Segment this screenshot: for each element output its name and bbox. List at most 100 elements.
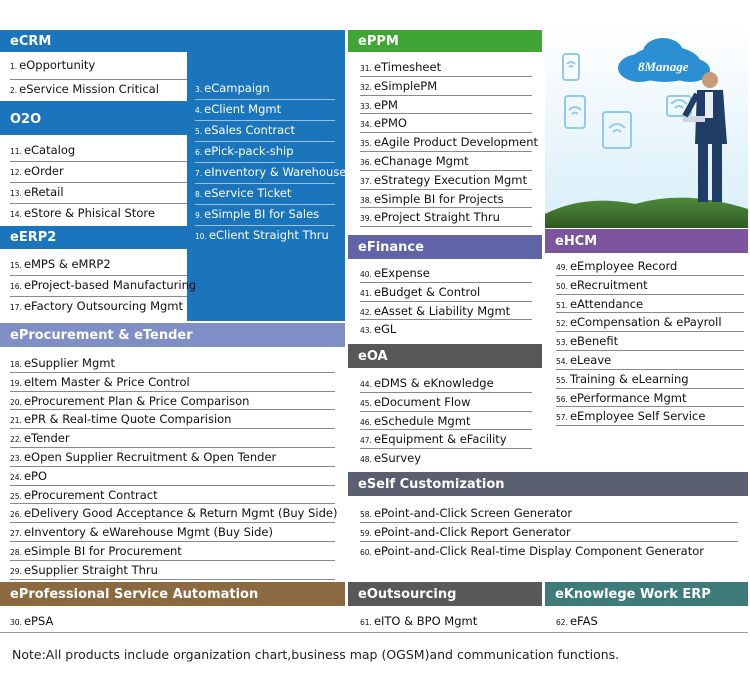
item-number: 29. xyxy=(10,567,22,576)
illustration: 8Manage xyxy=(545,24,748,228)
ehcm-header: eHCM xyxy=(545,229,748,253)
item-number: 26. xyxy=(10,510,22,519)
ecrm-header: eCRM xyxy=(0,30,345,52)
item-number: 52. xyxy=(556,319,568,328)
row-divider xyxy=(10,466,335,467)
item-label: eSimple BI for Procurement xyxy=(24,544,182,558)
item-number: 30. xyxy=(10,618,22,627)
item-label: ePoint-and-Click Real-time Display Compo… xyxy=(374,544,704,558)
item-label: eService Mission Critical xyxy=(19,82,159,96)
item-label: eEquipment & eFacility xyxy=(374,432,507,446)
list-item: 30.ePSA xyxy=(10,612,53,632)
item-number: 44. xyxy=(360,380,372,389)
item-number: 49. xyxy=(556,263,568,272)
item-label: eDocument Flow xyxy=(374,395,471,409)
item-number: 55. xyxy=(556,376,568,385)
item-number: 59. xyxy=(360,529,372,538)
list-item: 7.eInventory & Warehouse xyxy=(195,163,346,183)
list-item: 12.eOrder xyxy=(10,162,64,182)
item-label: eService Ticket xyxy=(204,186,291,200)
list-item: 11.eCatalog xyxy=(10,141,75,161)
item-label: eBenefit xyxy=(570,334,618,348)
item-number: 6. xyxy=(195,148,202,157)
list-item: 10.eClient Straight Thru xyxy=(195,226,329,246)
item-number: 31. xyxy=(360,64,372,73)
item-number: 8. xyxy=(195,190,202,199)
footnote: Note:All products include organization c… xyxy=(12,647,619,662)
row-divider xyxy=(10,579,335,580)
item-label: eTender xyxy=(24,431,70,445)
item-number: 1. xyxy=(10,62,17,71)
item-number: 10. xyxy=(195,232,207,241)
item-number: 28. xyxy=(10,548,22,557)
item-label: eSupplier Straight Thru xyxy=(24,563,158,577)
item-number: 58. xyxy=(360,510,372,519)
item-number: 51. xyxy=(556,301,568,310)
list-item: 59.ePoint-and-Click Report Generator xyxy=(360,523,571,543)
list-item: 15.eMPS & eMRP2 xyxy=(10,255,111,275)
list-item: 9.eSimple BI for Sales xyxy=(195,205,319,225)
item-number: 37. xyxy=(360,177,372,186)
eerp2-header: eERP2 xyxy=(0,227,187,247)
item-label: eSales Contract xyxy=(204,123,295,137)
list-item: 17.eFactory Outsourcing Mgmt xyxy=(10,297,183,317)
list-item: 60.ePoint-and-Click Real-time Display Co… xyxy=(360,542,704,562)
item-label: eSurvey xyxy=(374,451,421,465)
list-item: 13.eRetail xyxy=(10,183,64,203)
item-label: eProcurement Contract xyxy=(24,488,158,502)
row-divider xyxy=(360,226,532,227)
item-number: 24. xyxy=(10,473,22,482)
item-number: 23. xyxy=(10,454,22,463)
item-number: 50. xyxy=(556,282,568,291)
list-item: 43.eGL xyxy=(360,320,396,340)
item-number: 61. xyxy=(360,618,372,627)
item-number: 38. xyxy=(360,196,372,205)
item-label: eLeave xyxy=(570,353,611,367)
item-label: eSimple BI for Projects xyxy=(374,192,504,206)
item-number: 48. xyxy=(360,455,372,464)
item-label: eDelivery Good Acceptance & Return Mgmt … xyxy=(24,506,338,520)
item-number: 17. xyxy=(10,303,22,312)
item-label: eEmployee Self Service xyxy=(570,409,705,423)
item-number: 32. xyxy=(360,83,372,92)
item-number: 5. xyxy=(195,127,202,136)
list-item: 58.ePoint-and-Click Screen Generator xyxy=(360,504,572,524)
list-item: 5.eSales Contract xyxy=(195,121,295,141)
item-label: eSchedule Mgmt xyxy=(374,414,471,428)
item-number: 21. xyxy=(10,416,22,425)
item-number: 43. xyxy=(360,326,372,335)
item-label: eItem Master & Price Control xyxy=(24,375,190,389)
item-label: eITO & BPO Mgmt xyxy=(374,614,477,628)
item-label: eCompensation & ePayroll xyxy=(570,315,722,329)
item-label: eOpen Supplier Recruitment & Open Tender xyxy=(24,450,276,464)
item-number: 20. xyxy=(10,398,22,407)
item-label: eAttendance xyxy=(570,297,643,311)
item-number: 54. xyxy=(556,357,568,366)
item-label: ePR & Real-time Quote Comparision xyxy=(24,412,232,426)
eprocurement-header: eProcurement & eTender xyxy=(0,323,345,347)
list-item: 14.eStore & Phisical Store xyxy=(10,204,155,224)
list-item: 61.eITO & BPO Mgmt xyxy=(360,612,477,632)
eself-header: eSelf Customization xyxy=(348,472,748,496)
item-number: 40. xyxy=(360,270,372,279)
item-label: eGL xyxy=(374,322,396,336)
item-label: eAsset & Liability Mgmt xyxy=(374,304,510,318)
item-number: 56. xyxy=(556,395,568,404)
item-label: eBudget & Control xyxy=(374,285,480,299)
list-item: 2.eService Mission Critical xyxy=(10,80,159,100)
item-number: 16. xyxy=(10,282,22,291)
item-label: eAgile Product Development xyxy=(374,135,538,149)
item-number: 60. xyxy=(360,548,372,557)
item-label: eProject Straight Thru xyxy=(374,210,500,224)
list-item: 8.eService Ticket xyxy=(195,184,291,204)
item-number: 33. xyxy=(360,102,372,111)
item-number: 12. xyxy=(10,168,22,177)
item-label: eSimple BI for Sales xyxy=(204,207,319,221)
list-item: 6.ePick-pack-ship xyxy=(195,142,294,162)
item-label: ePO xyxy=(24,469,47,483)
eknowledge-header: eKnowlege Work ERP xyxy=(545,582,748,606)
item-number: 4. xyxy=(195,106,202,115)
item-label: ePM xyxy=(374,98,398,112)
item-label: ePSA xyxy=(24,614,53,628)
item-number: 47. xyxy=(360,436,372,445)
